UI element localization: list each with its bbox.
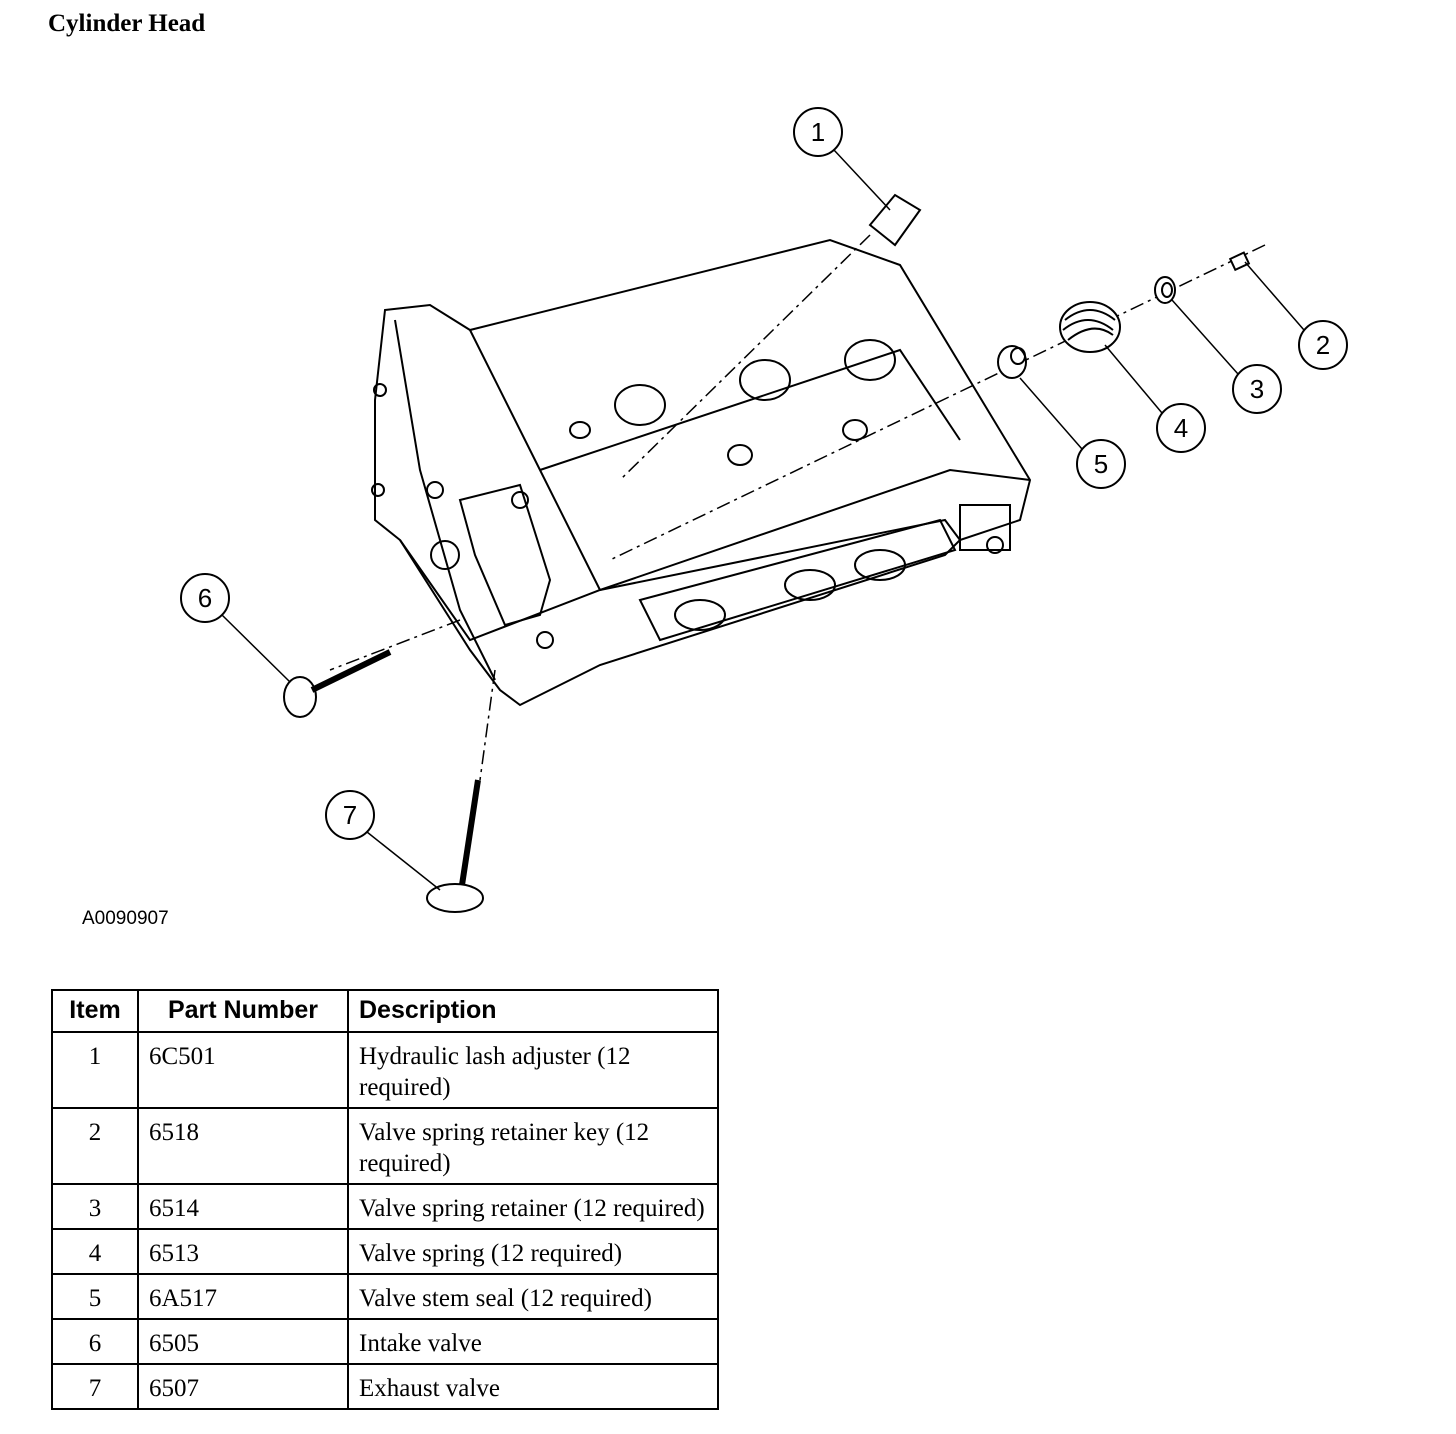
item-cell: 3 (51, 1183, 139, 1230)
intake-valve (283, 649, 392, 718)
item-cell: 1 (51, 1031, 139, 1109)
description-cell: Valve spring retainer key (12 required) (347, 1107, 719, 1185)
cylinder-head-illustration (371, 238, 1032, 707)
part-number-cell: 6518 (137, 1107, 349, 1185)
header-part-number: Part Number (137, 989, 349, 1033)
svg-text:6: 6 (198, 583, 212, 613)
valve-spring (1059, 301, 1121, 353)
hydraulic-lash-adjuster (868, 193, 922, 247)
description-cell: Intake valve (347, 1318, 719, 1365)
description-cell: Hydraulic lash adjuster (12 required) (347, 1031, 719, 1109)
callout-4: 4 (1156, 403, 1206, 453)
part-number-cell: 6C501 (137, 1031, 349, 1109)
description-cell: Exhaust valve (347, 1363, 719, 1410)
callout-6: 6 (180, 573, 230, 623)
callout-5: 5 (1076, 439, 1126, 489)
item-cell: 2 (51, 1107, 139, 1185)
svg-text:5: 5 (1094, 449, 1108, 479)
callout-3: 3 (1232, 364, 1282, 414)
exhaust-valve (426, 779, 484, 913)
callout-2: 2 (1298, 320, 1348, 370)
cylinder-head-exploded-diagram: 1 2 3 4 5 6 7 (180, 107, 1348, 913)
page-title: Cylinder Head (48, 10, 206, 37)
valve-spring-retainer-key (1228, 251, 1251, 272)
description-cell: Valve spring retainer (12 required) (347, 1183, 719, 1230)
item-cell: 5 (51, 1273, 139, 1320)
callout-1: 1 (793, 107, 843, 157)
item-cell: 4 (51, 1228, 139, 1275)
part-number-cell: 6513 (137, 1228, 349, 1275)
header-description: Description (347, 989, 719, 1033)
part-number-cell: 6505 (137, 1318, 349, 1365)
svg-text:4: 4 (1174, 413, 1188, 443)
svg-text:3: 3 (1250, 374, 1264, 404)
part-number-cell: 6A517 (137, 1273, 349, 1320)
part-number-cell: 6507 (137, 1363, 349, 1410)
part-number-cell: 6514 (137, 1183, 349, 1230)
item-cell: 6 (51, 1318, 139, 1365)
item-cell: 7 (51, 1363, 139, 1410)
svg-text:1: 1 (811, 117, 825, 147)
svg-text:2: 2 (1316, 330, 1330, 360)
figure-code: A0090907 (82, 908, 169, 929)
table-header-row: Item Part Number Description (51, 989, 719, 1033)
description-cell: Valve stem seal (12 required) (347, 1273, 719, 1320)
callout-7: 7 (325, 790, 375, 840)
header-item: Item (51, 989, 139, 1033)
valve-spring-retainer (1154, 276, 1176, 304)
valve-stem-seal (997, 345, 1027, 379)
description-cell: Valve spring (12 required) (347, 1228, 719, 1275)
svg-text:7: 7 (343, 800, 357, 830)
